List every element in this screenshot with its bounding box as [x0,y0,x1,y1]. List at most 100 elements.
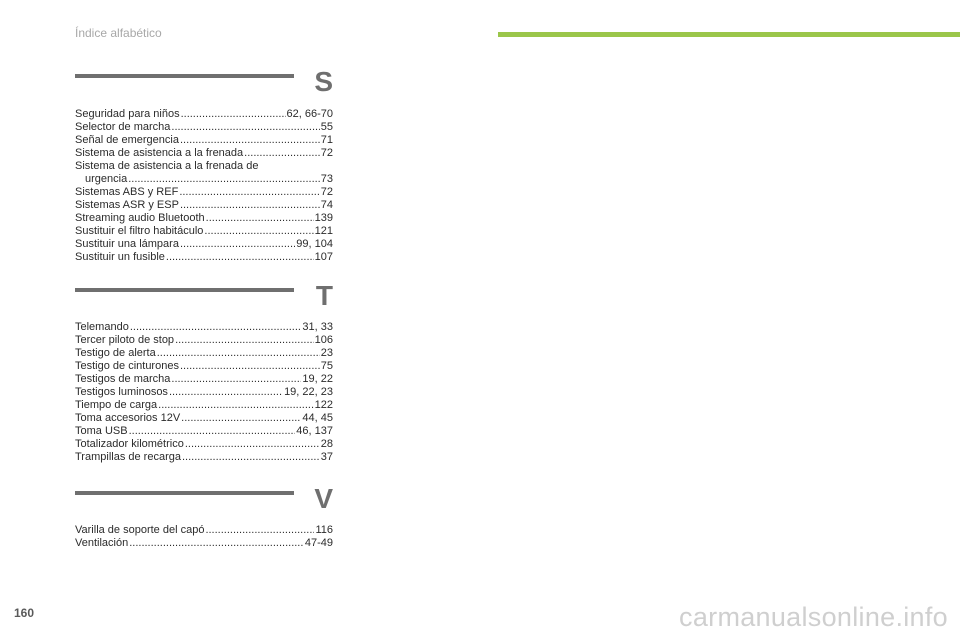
entry-label: Trampillas de recarga [75,451,181,463]
dot-leader [180,238,295,251]
entry-label: Tiempo de carga [75,399,158,411]
section-rule [75,74,294,78]
header-accent-bar [498,32,960,37]
index-entry: Testigo de cinturones 75 [75,360,333,373]
entry-label: Selector de marcha [75,121,171,133]
index-entry: Sustituir un fusible 107 [75,251,333,264]
index-entry: Streaming audio Bluetooth 139 [75,212,333,225]
entry-label: Toma accesorios 12V [75,412,181,424]
page-header-title: Índice alfabético [75,26,162,40]
entry-label: Sustituir un fusible [75,251,165,263]
index-entry: Sistemas ASR y ESP 74 [75,199,333,212]
dot-leader [185,438,320,451]
entry-label: Señal de emergencia [75,134,179,146]
index-entry: Sustituir el filtro habitáculo 121 [75,225,333,238]
index-entry: Ventilación 47-49 [75,537,333,550]
entry-page-ref: 71 [320,134,333,146]
entry-label: Sistema de asistencia a la frenada de [75,160,259,172]
dot-leader [130,321,302,334]
entry-page-ref: 23 [320,347,333,359]
index-entry: Selector de marcha 55 [75,121,333,134]
dot-leader [180,199,320,212]
dot-leader [157,347,320,360]
entry-page-ref: 74 [320,199,333,211]
index-entry: Telemando 31, 33 [75,321,333,334]
dot-leader [181,412,301,425]
entry-label: Sistemas ABS y REF [75,186,179,198]
index-entry: Toma accesorios 12V 44, 45 [75,412,333,425]
entry-label: Seguridad para niños [75,108,180,120]
entry-page-ref: 44, 45 [302,412,333,424]
dot-leader [169,386,283,399]
section-rule [75,491,294,495]
entry-label: Toma USB [75,425,128,437]
index-entry: Sistema de asistencia a la frenada de [75,160,333,173]
entry-page-ref: 107 [314,251,333,263]
entry-page-ref: 31, 33 [302,321,333,333]
section-letter: T [315,280,333,311]
entry-page-ref: 46, 137 [296,425,333,437]
entry-label: Sustituir el filtro habitáculo [75,225,204,237]
index-entry: Seguridad para niños62, 66-70 [75,108,333,121]
page-number: 160 [14,606,35,620]
entry-page-ref: 122 [314,399,333,411]
index-entry: Testigo de alerta 23 [75,347,333,360]
index-entry: Testigos de marcha19, 22 [75,373,333,386]
entry-label: Sistemas ASR y ESP [75,199,179,211]
entry-page-ref: 72 [320,147,333,159]
entry-label: Varilla de soporte del capó [75,524,205,536]
watermark-text: carmanualsonline.info [679,602,948,632]
entry-page-ref: 47-49 [304,537,333,549]
section-letter: V [314,483,333,514]
index-entry: Toma USB 46, 137 [75,425,333,438]
dot-leader [158,399,314,412]
entry-page-ref: 72 [320,186,333,198]
entry-page-ref: 139 [314,212,333,224]
index-entry: Señal de emergencia 71 [75,134,333,147]
index-entry: Sustituir una lámpara 99, 104 [75,238,333,251]
entry-page-ref: 73 [320,173,333,185]
entry-list: Varilla de soporte del capó116Ventilació… [75,524,333,550]
entry-page-ref: 37 [320,451,333,463]
index-entry: Totalizador kilométrico 28 [75,438,333,451]
section-letter: S [314,66,333,97]
entry-label: Testigos luminosos [75,386,168,398]
dot-leader [204,225,313,238]
entry-label: Testigo de alerta [75,347,156,359]
dot-leader [129,537,304,550]
entry-label: Totalizador kilométrico [75,438,184,450]
dot-leader [128,173,320,186]
entry-page-ref: 28 [320,438,333,450]
entry-label: Testigo de cinturones [75,360,179,372]
entry-page-ref: 19, 22, 23 [284,386,333,398]
dot-leader [206,212,314,225]
section-rule [75,288,294,292]
entry-label: urgencia [85,173,128,185]
index-entry: Varilla de soporte del capó 116 [75,524,333,537]
entry-page-ref: 106 [314,334,333,346]
entry-page-ref: 99, 104 [296,238,333,250]
entry-page-ref: 19, 22 [302,373,333,385]
entry-label: Sustituir una lámpara [75,238,179,250]
index-entry: Tiempo de carga 122 [75,399,333,412]
entry-page-ref: 75 [320,360,333,372]
entry-label: Telemando [75,321,129,333]
entry-page-ref: 121 [314,225,333,237]
dot-leader [205,524,314,537]
dot-leader [166,251,314,264]
entry-label: Streaming audio Bluetooth [75,212,205,224]
index-entry: Trampillas de recarga 37 [75,451,333,464]
entry-label: Sistema de asistencia a la frenada [75,147,244,159]
entry-page-ref: 55 [320,121,333,133]
entry-page-ref: 116 [315,524,333,536]
index-entry: urgencia 73 [75,173,333,186]
dot-leader [180,134,320,147]
dot-leader [175,334,314,347]
dot-leader [180,360,320,373]
dot-leader [171,373,301,386]
entry-label: Ventilación [75,537,129,549]
index-entry: Testigos luminosos 19, 22, 23 [75,386,333,399]
index-entry: Sistemas ABS y REF 72 [75,186,333,199]
